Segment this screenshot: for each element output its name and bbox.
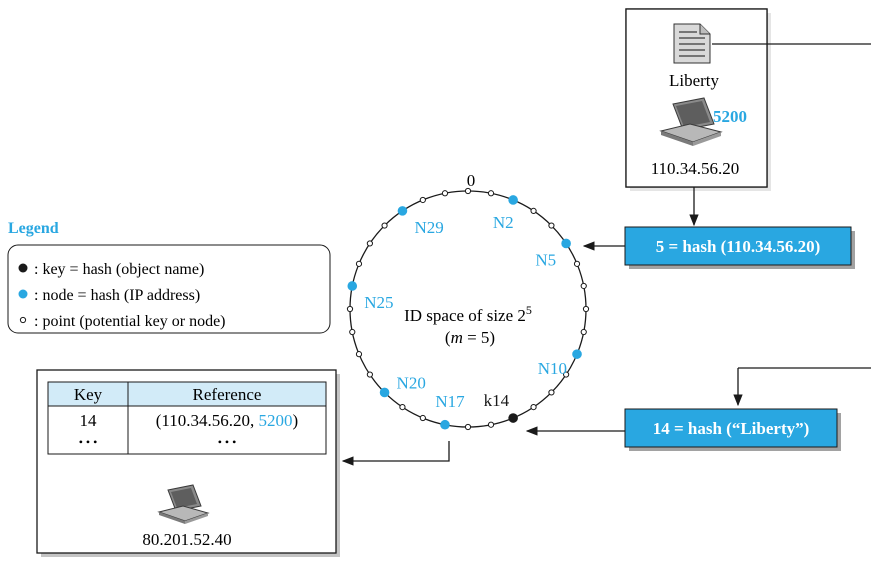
ring-zero-label: 0 — [467, 171, 476, 190]
legend-title: Legend — [8, 220, 59, 237]
server-file-label: Liberty — [669, 71, 720, 90]
node-label-n2: N2 — [493, 213, 514, 232]
ring-point — [548, 222, 555, 229]
legend-box — [7, 244, 331, 334]
server-ip: 110.34.56.20 — [651, 159, 740, 178]
node-label-n20: N20 — [397, 373, 426, 392]
laptop-icon — [659, 97, 723, 146]
ring-point — [346, 305, 354, 313]
node-dot-n2 — [508, 195, 518, 205]
table-cell-key: 14 — [80, 411, 98, 430]
ring-point — [563, 371, 570, 378]
ring-point — [530, 207, 537, 214]
ring-point — [464, 187, 472, 195]
node-label-n10: N10 — [538, 359, 567, 378]
node-label-n5: N5 — [535, 250, 556, 269]
table-body — [47, 405, 327, 455]
table-header-key: Key — [74, 385, 103, 404]
node-dot-n29 — [397, 206, 408, 216]
table-node-ip: 80.201.52.40 — [142, 530, 231, 549]
n17-to-table-arrow — [341, 441, 450, 466]
node-dot-n25 — [347, 281, 358, 291]
node-hash-text: 5 = hash (110.34.56.20) — [656, 237, 821, 256]
legend-point-text: : point (potential key or node) — [34, 313, 226, 330]
ring-point — [349, 328, 356, 336]
legend-point-dot-icon — [19, 316, 27, 324]
node-hash-box: 5 = hash (110.34.56.20) — [624, 226, 855, 269]
ring-point — [573, 260, 581, 267]
node-hash-rect — [624, 226, 852, 266]
ring-caption-m: (m = 5) — [445, 328, 495, 347]
ring-point — [580, 282, 587, 290]
server-port: 5200 — [713, 107, 747, 126]
legend-node-dot-icon — [18, 289, 28, 299]
ring-point — [419, 196, 426, 204]
node-dot-n10 — [572, 349, 582, 359]
table-ellipsis-key: • • • — [79, 435, 98, 449]
legend: Legend : key = hash (object name) : node… — [7, 220, 331, 334]
ring-point — [487, 190, 495, 197]
node-dot-n20 — [379, 387, 390, 398]
ring-point — [582, 305, 590, 313]
table-header-row — [47, 381, 327, 407]
table-cell-reference: (110.34.56.20, 5200) — [156, 411, 298, 430]
ring-point — [355, 351, 363, 358]
ring-point — [366, 240, 373, 247]
ring-point — [399, 404, 406, 411]
node-label-n25: N25 — [364, 293, 393, 312]
ring-point — [419, 414, 426, 422]
key-hash-text: 14 = hash (“Liberty”) — [653, 419, 810, 438]
node-label-n17: N17 — [435, 392, 465, 411]
server-box: Liberty 5200 110.34.56.20 — [625, 8, 771, 191]
ring-caption: ID space of size 25 — [404, 303, 532, 325]
node-dot-n17 — [440, 419, 450, 430]
ring-point — [441, 190, 449, 197]
ring-point — [530, 404, 537, 411]
document-icon — [673, 23, 711, 64]
legend-node-text: : node = hash (IP address) — [34, 287, 200, 304]
legend-key-dot-icon — [18, 263, 28, 273]
ring-point — [381, 222, 388, 229]
laptop-icon — [157, 484, 210, 524]
ring-point — [487, 421, 495, 428]
key-hash-rect — [624, 408, 838, 448]
node-label-n29: N29 — [414, 218, 443, 237]
table-header-reference: Reference — [193, 385, 262, 404]
key-label-k14: k14 — [484, 391, 510, 410]
node-dot-n5 — [561, 238, 571, 249]
ring-point — [366, 371, 373, 378]
responsible-node-box: Key Reference 14 (110.34.56.20, 5200) • … — [36, 369, 340, 557]
key-dot-k14 — [508, 413, 518, 423]
ring-points — [346, 187, 590, 431]
ring-point — [580, 328, 587, 336]
ring-point — [464, 423, 472, 431]
ring-point — [548, 389, 555, 396]
ring-point — [355, 260, 363, 267]
legend-key-text: : key = hash (object name) — [34, 261, 204, 278]
table-ellipsis-reference: • • • — [218, 435, 237, 449]
key-hash-box: 14 = hash (“Liberty”) — [624, 408, 841, 451]
